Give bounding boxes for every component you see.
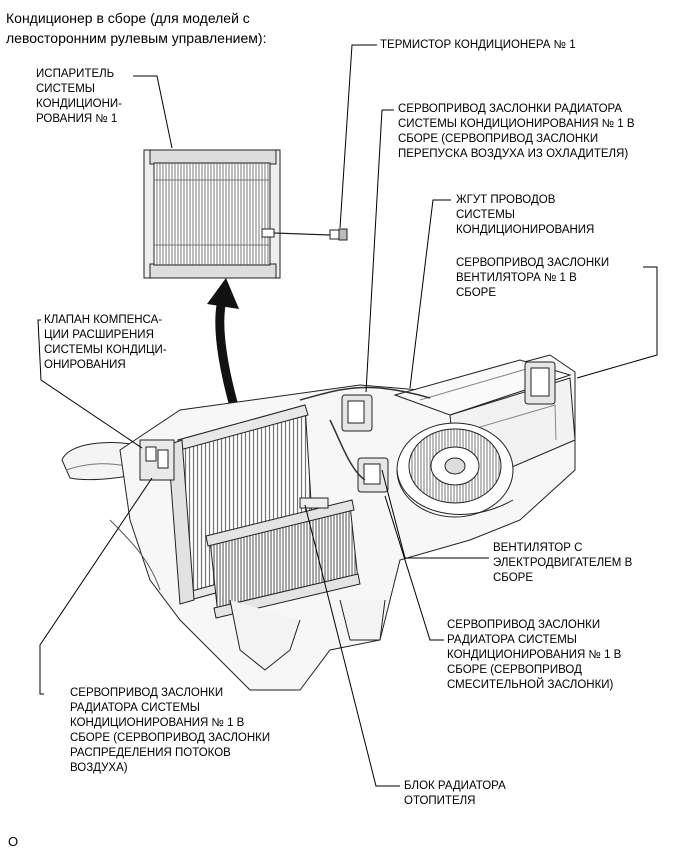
label-line: ТЕРМИСТОР КОНДИЦИОНЕРА № 1 (380, 39, 576, 51)
label-line: ОТОПИТЕЛЯ (404, 795, 476, 807)
label-line: РАСПРЕДЕЛЕНИЯ ПОТОКОВ (70, 747, 231, 759)
label-line: СБОРЕ (СЕРВОПРИВОД ЗАСЛОНКИ (70, 732, 271, 744)
label-expansion-valve: КЛАПАН КОМПЕНСА- ЦИИ РАСШИРЕНИЯ СИСТЕМЫ … (44, 313, 167, 373)
label-line: СЕРВОПРИВОД ЗАСЛОНКИ (447, 619, 601, 631)
label-thermistor: ТЕРМИСТОР КОНДИЦИОНЕРА № 1 (380, 38, 576, 53)
label-harness: ЖГУТ ПРОВОДОВ СИСТЕМЫ КОНДИЦИОНИРОВАНИЯ (456, 193, 594, 238)
label-line: СБОРЕ (СЕРВОПРИВОД ЗАСЛОНКИ (398, 133, 599, 145)
label-line: РОВАНИЯ № 1 (36, 113, 118, 125)
label-line: СБОРЕ (456, 287, 497, 299)
leader-lines (37, 44, 658, 787)
label-line: ОНИРОВАНИЯ (44, 359, 126, 371)
title-line-2: левосторонним рулевым управлением): (6, 30, 267, 46)
label-line: ЖГУТ ПРОВОДОВ (456, 194, 556, 206)
label-line: ЭЛЕКТРОДВИГАТЕЛЕМ В (493, 557, 633, 569)
label-line: ПЕРЕПУСКА ВОЗДУХА ИЗ ОХЛАДИТЕЛЯ) (398, 148, 629, 160)
diagram-title: Кондиционер в сборе (для моделей с левос… (6, 8, 266, 48)
label-servo-mix: СЕРВОПРИВОД ЗАСЛОНКИ РАДИАТОРА СИСТЕМЫ К… (447, 618, 621, 693)
footer-mark: O (8, 834, 19, 849)
label-heater-core: БЛОК РАДИАТОРА ОТОПИТЕЛЯ (404, 779, 506, 809)
label-servo-fan: СЕРВОПРИВОД ЗАСЛОНКИ ВЕНТИЛЯТОРА № 1 В С… (456, 256, 609, 301)
label-line: ЦИИ РАСШИРЕНИЯ (44, 329, 154, 341)
removal-arrow (207, 278, 243, 422)
label-line: СЕРВОПРИВОД ЗАСЛОНКИ (70, 687, 224, 699)
label-line: КОНДИЦИОНИРОВАНИЯ № 1 В (447, 649, 622, 661)
label-blower: ВЕНТИЛЯТОР С ЭЛЕКТРОДВИГАТЕЛЕМ В СБОРЕ (493, 541, 632, 586)
label-line: СМЕСИТЕЛЬНОЙ ЗАСЛОНКИ) (447, 679, 614, 691)
evaporator-detail (143, 149, 348, 279)
label-line: РАДИАТОРА СИСТЕМЫ (70, 702, 200, 714)
label-line: ВЕНТИЛЯТОРА № 1 В (456, 272, 577, 284)
label-line: РАДИАТОРА СИСТЕМЫ (447, 634, 577, 646)
title-line-1: Кондиционер в сборе (для моделей с (6, 10, 250, 26)
label-line: БЛОК РАДИАТОРА (404, 780, 506, 792)
label-line: КОНДИЦИОНИ- (36, 98, 122, 110)
ac-assembly (61, 354, 576, 691)
label-line: СИСТЕМЫ (456, 209, 515, 221)
label-line: СИСТЕМЫ КОНДИЦИ- (44, 344, 167, 356)
label-line: СЕРВОПРИВОД ЗАСЛОНКИ РАДИАТОРА (398, 103, 623, 115)
label-line: ВОЗДУХА) (70, 762, 128, 774)
label-line: СИСТЕМЫ (36, 83, 95, 95)
label-servo-bypass: СЕРВОПРИВОД ЗАСЛОНКИ РАДИАТОРА СИСТЕМЫ К… (398, 102, 635, 162)
label-line: СЕРВОПРИВОД ЗАСЛОНКИ (456, 257, 610, 269)
label-servo-distribution: СЕРВОПРИВОД ЗАСЛОНКИ РАДИАТОРА СИСТЕМЫ К… (70, 686, 270, 776)
label-line: СБОРЕ (493, 572, 534, 584)
label-line: КОНДИЦИОНИРОВАНИЯ № 1 В (70, 717, 245, 729)
label-line: КЛАПАН КОМПЕНСА- (44, 314, 163, 326)
label-evaporator: ИСПАРИТЕЛЬ СИСТЕМЫ КОНДИЦИОНИ- РОВАНИЯ №… (36, 67, 122, 127)
label-line: ИСПАРИТЕЛЬ (36, 68, 115, 80)
label-line: ВЕНТИЛЯТОР С (493, 542, 583, 554)
label-line: СИСТЕМЫ КОНДИЦИОНИРОВАНИЯ № 1 В (398, 118, 635, 130)
label-line: КОНДИЦИОНИРОВАНИЯ (456, 224, 595, 236)
label-line: СБОРЕ (СЕРВОПРИВОД (447, 664, 582, 676)
